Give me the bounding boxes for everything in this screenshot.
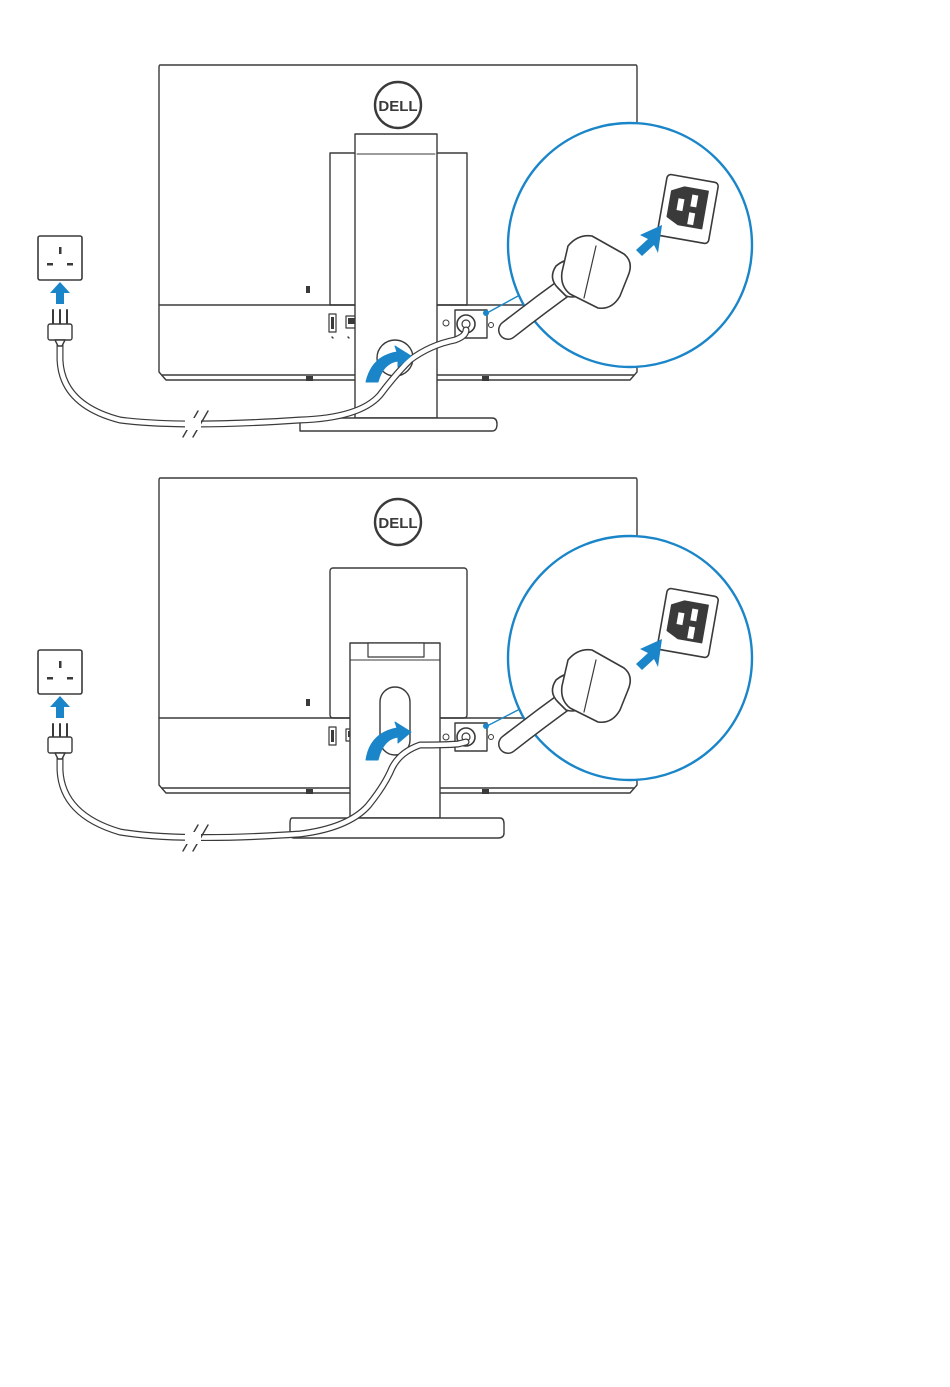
power-port-zoom-icon — [508, 536, 752, 780]
up-arrow-icon — [50, 282, 70, 304]
power-plug-icon — [48, 724, 72, 759]
power-plug-icon — [48, 310, 72, 346]
logo-text: DELL — [378, 98, 417, 115]
dell-logo: DELL — [375, 82, 421, 128]
power-port-zoom-icon — [508, 123, 752, 367]
power-port — [455, 310, 487, 338]
dell-logo: DELL — [375, 499, 421, 545]
lock-slot-icon — [306, 699, 310, 706]
wall-outlet-icon — [38, 236, 82, 280]
up-arrow-icon — [50, 696, 70, 718]
wall-outlet-icon — [38, 650, 82, 694]
diagram-canvas: DELL — [0, 455, 950, 885]
power-cable-diagram-pedestal-stand: DELL — [0, 45, 950, 475]
lock-slot-icon — [306, 286, 310, 293]
power-cable-diagram-height-adjustable-stand: DELL — [0, 455, 950, 885]
diagram-canvas: DELL — [0, 45, 950, 475]
logo-text: DELL — [378, 515, 417, 532]
